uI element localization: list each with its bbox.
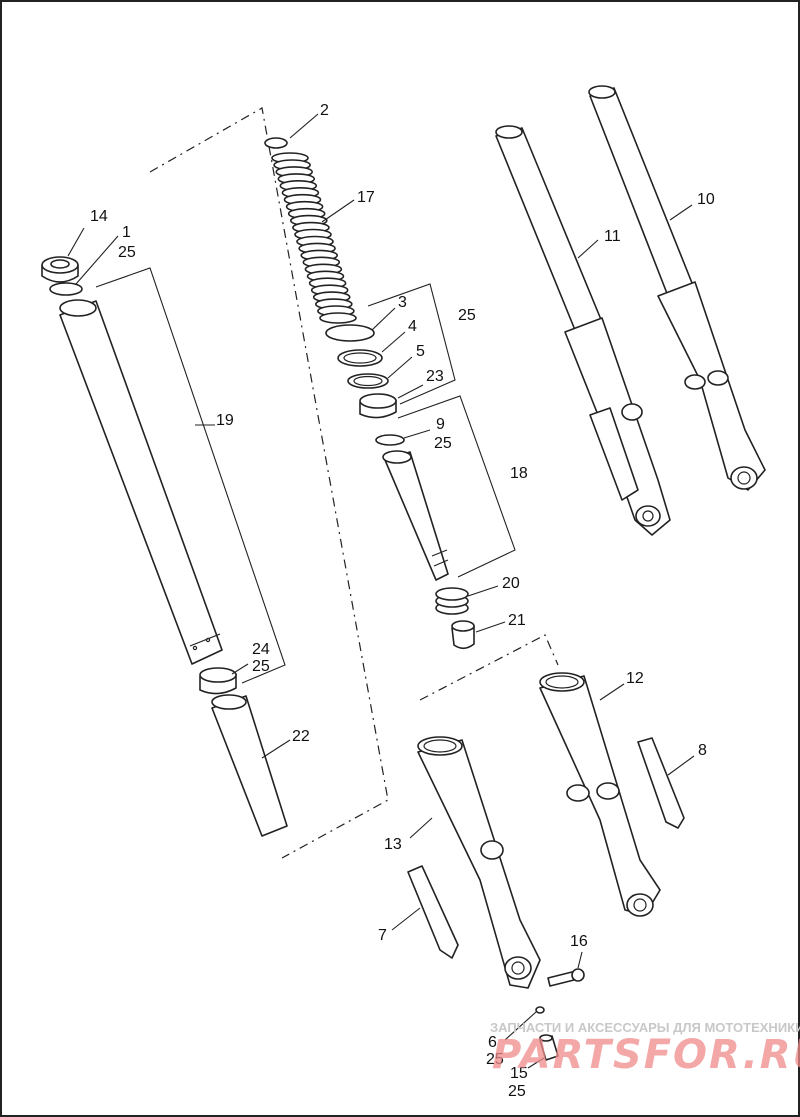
part-24-bushing — [199, 667, 237, 695]
part-19-fork-tube — [59, 299, 223, 665]
part-2-washer — [264, 137, 288, 149]
part-21-oil-lock — [451, 620, 475, 650]
callout-25: 25 — [118, 244, 136, 261]
part-22-damper-tube — [211, 694, 288, 837]
callout-8: 8 — [698, 742, 707, 759]
callout-22: 22 — [292, 728, 310, 745]
callout-25: 25 — [458, 307, 476, 324]
part-20-rebound-spring — [435, 587, 469, 615]
part-14-fork-cap — [41, 256, 79, 283]
part-1-o-ring — [49, 282, 83, 296]
callout-10: 10 — [697, 191, 715, 208]
part-9-o-ring — [375, 434, 405, 446]
callout-6: 6 — [488, 1034, 497, 1051]
callout-21: 21 — [508, 612, 526, 629]
part-17-fork-spring — [271, 152, 357, 324]
callout-25: 25 — [434, 435, 452, 452]
callout-5: 5 — [416, 343, 425, 360]
part-12-fork-slider — [539, 672, 661, 917]
part-6-washer — [535, 1006, 545, 1014]
callout-20: 20 — [502, 575, 520, 592]
part-8-slider-cover — [637, 737, 685, 829]
part-16-bolt — [547, 968, 585, 987]
part-15-screw — [539, 1034, 559, 1061]
bracket-19 — [95, 267, 286, 684]
callout-16: 16 — [570, 933, 588, 950]
part-4-seal — [337, 349, 383, 367]
callout-4: 4 — [408, 318, 417, 335]
part-3-washer — [325, 324, 375, 342]
part-10-fork-assembly — [588, 85, 766, 491]
part-23-bushing — [359, 393, 397, 419]
assembly-dash-left — [149, 107, 389, 859]
callout-11: 11 — [604, 228, 621, 245]
part-13-fork-slider — [417, 736, 541, 989]
callout-23: 23 — [426, 368, 444, 385]
callout-9: 9 — [436, 416, 445, 433]
assembly-dash-right — [419, 634, 559, 701]
callout-15: 15 — [510, 1065, 528, 1082]
part-18-damper-rod — [382, 450, 449, 581]
part-11-fork-assembly — [495, 125, 671, 536]
bracket-25-kit — [367, 283, 456, 405]
callout-3: 3 — [398, 294, 407, 311]
callout-18: 18 — [510, 465, 528, 482]
callout-13: 13 — [384, 836, 402, 853]
callout-24: 24 — [252, 641, 270, 658]
callout-25: 25 — [508, 1083, 526, 1100]
part-5-ring — [347, 373, 389, 389]
part-7-slider-cover — [407, 865, 459, 959]
watermark-brand: PARTSFOR.RU — [492, 1032, 800, 1078]
callout-12: 12 — [626, 670, 644, 687]
callout-7: 7 — [378, 927, 387, 944]
watermark-tagline: ЗАПЧАСТИ И АКСЕССУАРЫ ДЛЯ МОТОТЕХНИКИ — [490, 1020, 800, 1035]
callout-25: 25 — [252, 658, 270, 675]
spring-coil — [319, 312, 357, 324]
bracket-18 — [397, 395, 516, 578]
callout-1: 1 — [122, 224, 131, 241]
callout-2: 2 — [320, 102, 329, 119]
callout-19: 19 — [216, 412, 234, 429]
callout-17: 17 — [357, 189, 375, 206]
leader-lines — [67, 113, 695, 1069]
callout-25: 25 — [486, 1051, 504, 1068]
callout-14: 14 — [90, 208, 108, 225]
